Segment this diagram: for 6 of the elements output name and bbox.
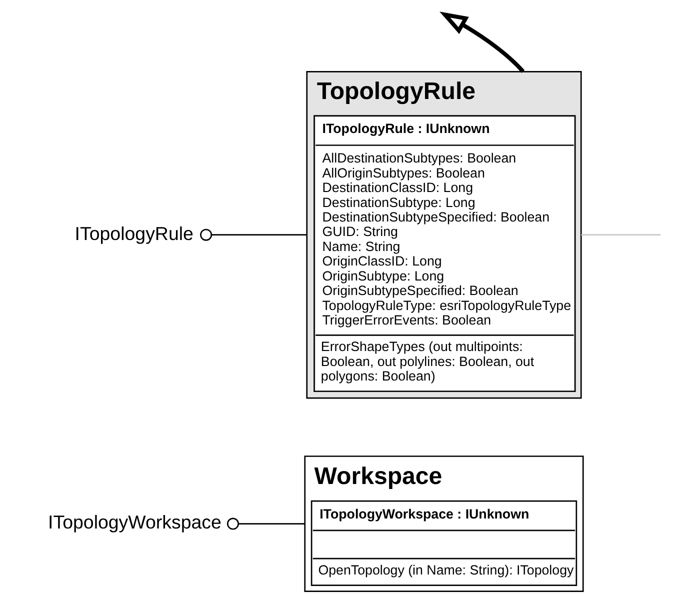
arrow: [440, 12, 525, 73]
connector: [200, 228, 307, 241]
connector: [226, 518, 305, 530]
node-text: ITopologyWorkspace: [48, 512, 222, 533]
node-text: ITopologyRule: [74, 222, 194, 244]
connector: [581, 234, 661, 236]
